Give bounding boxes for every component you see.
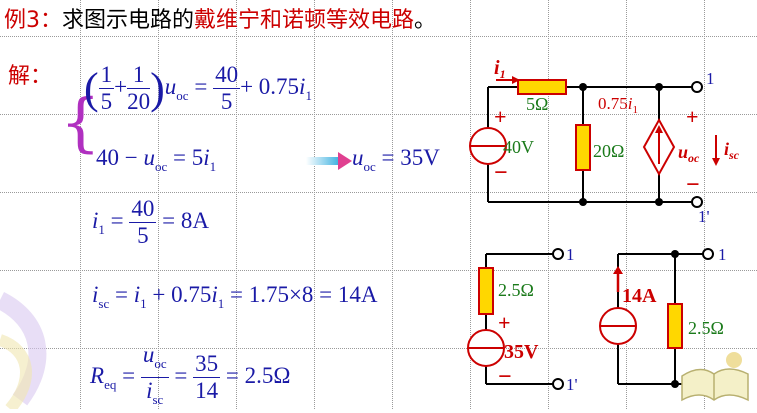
grid-line — [626, 0, 627, 409]
grid-line — [0, 114, 757, 115]
example-label: 例3： — [4, 8, 62, 33]
original-circuit: i1 5Ω 0.75i1 + 40V − 20Ω + uoc − isc 1 1… — [469, 60, 740, 226]
source-label: 14A — [622, 285, 657, 307]
resistance-label: 2.5Ω — [688, 318, 724, 338]
terminal-1-prime — [691, 196, 703, 208]
title-highlight: 戴维宁和诺顿等效电路 — [194, 8, 415, 33]
system-brace: { — [60, 86, 101, 160]
grid-line — [548, 0, 549, 409]
isc-label: isc — [724, 139, 740, 162]
i1-label: i1 — [494, 60, 506, 81]
dep-source-label: 0.75i1 — [598, 94, 638, 116]
arrow-icon — [306, 152, 352, 170]
title-period: 。 — [414, 8, 437, 33]
r2-label: 20Ω — [593, 141, 624, 161]
resistor-norton — [667, 303, 683, 349]
grid-line — [0, 36, 757, 37]
minus-sign: − — [498, 364, 512, 390]
resistance-label: 2.5Ω — [498, 280, 534, 300]
terminal-label: 1' — [566, 375, 578, 394]
minus-sign: − — [494, 160, 508, 186]
plus-sign: + — [686, 104, 699, 129]
plus-sign: + — [494, 104, 507, 129]
grid-line — [0, 270, 757, 271]
equation-2: 40 − uoc = 5i1 — [96, 145, 217, 174]
grid-line — [392, 0, 393, 409]
decorative-swirl — [0, 291, 47, 409]
uoc-label: uoc — [678, 142, 700, 165]
grid-line — [80, 0, 81, 409]
source-label: 40V — [503, 137, 534, 157]
terminal-label: 1 — [566, 245, 575, 264]
equation-4: isc = i1 + 0.75i1 = 1.75×8 = 14A — [92, 282, 378, 311]
grid-line — [0, 348, 757, 349]
grid-line — [314, 0, 315, 409]
grid-line — [0, 192, 757, 193]
resistor-5ohm — [517, 79, 567, 95]
r1-label: 5Ω — [526, 94, 548, 114]
minus-sign: − — [686, 172, 700, 198]
page-title: 例3：求图示电路的戴维宁和诺顿等效电路。 — [4, 2, 436, 34]
thevenin-circuit: 2.5Ω + 35V − 1 1' — [467, 245, 578, 394]
source-label: 35V — [504, 341, 539, 363]
uoc-result: uoc = 35V — [352, 145, 440, 174]
solution-label: 解： — [8, 64, 53, 89]
title-text: 求图示电路的 — [62, 8, 195, 33]
terminal-label: 1 — [706, 69, 715, 88]
left-paren: ( — [84, 64, 99, 113]
right-paren: ) — [150, 64, 165, 113]
terminal-label: 1' — [698, 207, 710, 226]
grid-line — [158, 0, 159, 409]
resistor-20ohm — [575, 124, 591, 171]
terminal-1 — [691, 81, 703, 93]
grid-line — [236, 0, 237, 409]
book-icon — [681, 352, 749, 402]
grid-line — [470, 0, 471, 409]
grid-line — [704, 0, 705, 409]
plus-sign: + — [498, 310, 511, 335]
resistor-thevenin — [478, 267, 494, 315]
terminal-label: 1 — [718, 245, 727, 264]
